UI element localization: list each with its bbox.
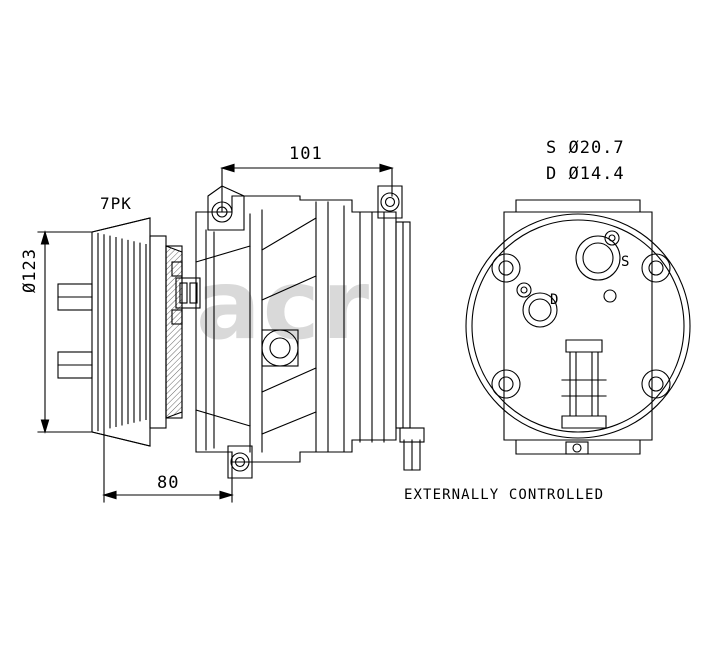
- dimension-label-diameter-123: Ø123: [20, 248, 40, 293]
- compressor-body: [195, 185, 425, 479]
- pulley-groove-label: 7PK: [100, 194, 132, 213]
- port-marker-s: S: [621, 254, 630, 270]
- rear-head-view: [465, 199, 691, 455]
- port-marker-d: D: [550, 292, 559, 308]
- port-label-suction: S Ø20.7: [546, 138, 625, 158]
- control-type-note: EXTERNALLY CONTROLLED: [404, 487, 605, 503]
- dimension-diameter-123: [37, 230, 93, 434]
- dimension-101: [220, 163, 394, 213]
- dimension-80: [102, 429, 234, 503]
- port-label-discharge: D Ø14.4: [546, 164, 625, 184]
- dimension-label-80: 80: [157, 473, 180, 493]
- watermark-acr: acr: [196, 249, 372, 361]
- dimension-label-101: 101: [289, 144, 323, 164]
- electrical-connector: [171, 261, 201, 325]
- pulley-assembly: [57, 217, 183, 447]
